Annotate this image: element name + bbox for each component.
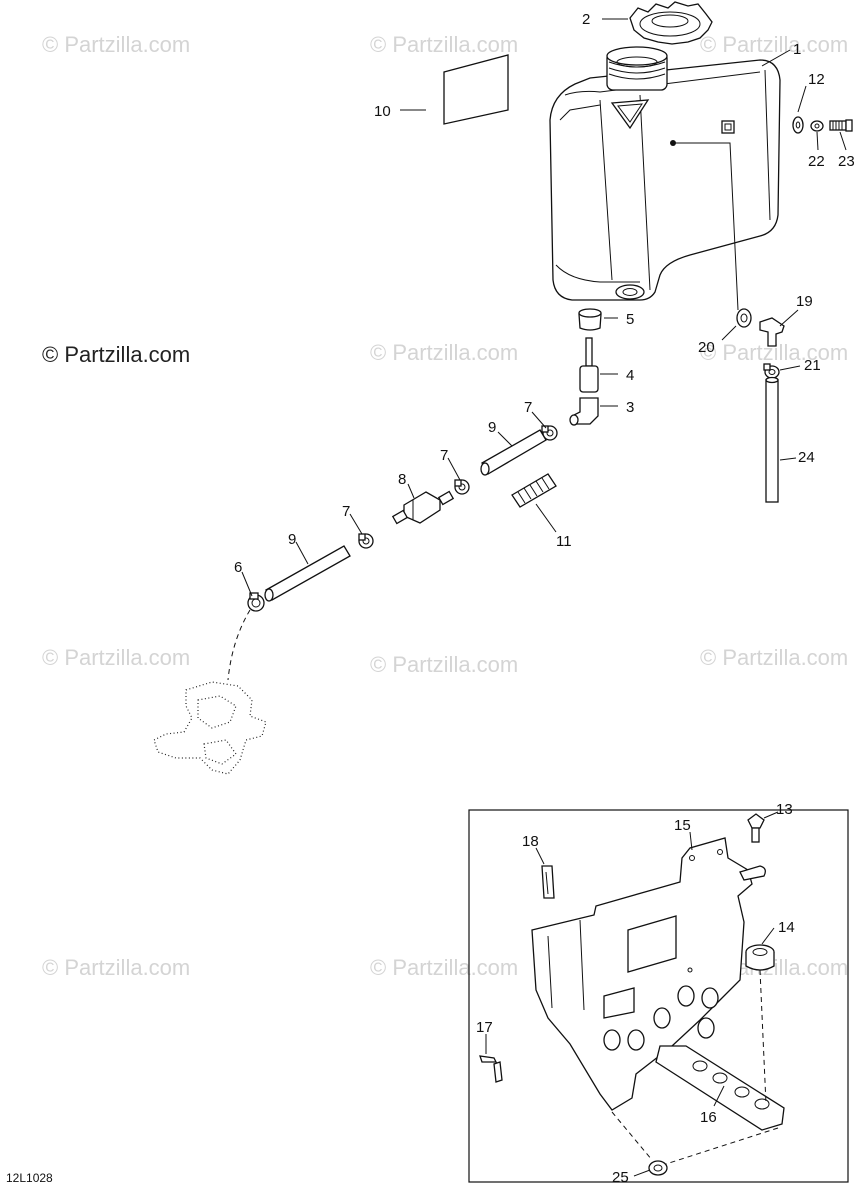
engine-outline xyxy=(153,681,267,775)
watermark: © Partzilla.com xyxy=(370,955,518,980)
support-bracket-15 xyxy=(531,837,766,1111)
callout-15: 15 xyxy=(674,817,691,834)
callout-7: 7 xyxy=(440,447,448,464)
clamp-21 xyxy=(763,363,780,379)
callout-7: 7 xyxy=(342,503,350,520)
callout-16: 16 xyxy=(700,1109,717,1126)
warning-label xyxy=(443,54,509,125)
callout-9: 9 xyxy=(488,419,496,436)
vent-hose-24 xyxy=(765,376,779,503)
vent-leader xyxy=(673,142,739,311)
callout-20: 20 xyxy=(698,339,715,356)
watermark: © Partzilla.com xyxy=(42,955,190,980)
grommet-20 xyxy=(736,308,752,328)
watermark: © Partzilla.com xyxy=(42,645,190,670)
elbow-19 xyxy=(759,317,785,347)
watermark: © Partzilla.com xyxy=(42,32,190,57)
callout-12: 12 xyxy=(808,71,825,88)
callout-17: 17 xyxy=(476,1019,493,1036)
hose-9-upper xyxy=(480,429,547,476)
callout-8: 8 xyxy=(398,471,406,488)
callout-11: 11 xyxy=(556,533,572,550)
watermarks: © Partzilla.com © Partzilla.com © Partzi… xyxy=(42,32,848,980)
callout-21: 21 xyxy=(804,357,821,374)
callout-7: 7 xyxy=(524,399,532,416)
callout-19: 19 xyxy=(796,293,813,310)
watermark: © Partzilla.com xyxy=(700,645,848,670)
watermark: © Partzilla.com xyxy=(370,32,518,57)
callout-9: 9 xyxy=(288,531,296,548)
washer-12 xyxy=(792,116,804,134)
bolt-13 xyxy=(747,813,765,843)
clamp-7-middle xyxy=(454,479,470,495)
callout-14: 14 xyxy=(778,919,795,936)
clip-18 xyxy=(541,865,555,899)
callout-18: 18 xyxy=(522,833,539,850)
clamp-6 xyxy=(247,592,265,612)
sleeve-11 xyxy=(511,473,557,508)
callout-22: 22 xyxy=(808,153,825,170)
callout-1: 1 xyxy=(793,41,801,58)
drawing-code: 12L1028 xyxy=(6,1171,53,1185)
callout-6: 6 xyxy=(234,559,242,576)
callout-25: 25 xyxy=(612,1169,629,1186)
hose-9-lower xyxy=(264,545,351,602)
inset-frame xyxy=(468,809,849,1183)
fuel-tank xyxy=(549,46,781,301)
fuel-filter-8 xyxy=(391,490,455,525)
elbow-3 xyxy=(569,397,599,426)
line-to-engine xyxy=(227,609,251,681)
callout-2: 2 xyxy=(582,11,590,28)
callout-4: 4 xyxy=(626,367,634,384)
watermark: © Partzilla.com xyxy=(700,32,848,57)
callout-23: 23 xyxy=(838,153,855,170)
grommet-14 xyxy=(745,944,775,971)
callouts: 2 1 10 12 22 23 5 4 3 7 9 7 8 11 7 9 6 2… xyxy=(234,11,855,1186)
plate-16 xyxy=(655,1045,785,1131)
nut-22 xyxy=(810,120,824,132)
callout-24: 24 xyxy=(798,449,815,466)
watermark: © Partzilla.com xyxy=(370,340,518,365)
clamp-7-lower xyxy=(358,533,374,549)
fuel-cap xyxy=(629,1,713,45)
line-to-25b xyxy=(665,1127,779,1165)
grommet-25 xyxy=(648,1160,668,1176)
line-grommet xyxy=(759,969,767,1105)
callout-3: 3 xyxy=(626,399,634,416)
grommet-5 xyxy=(578,308,602,331)
clamp-7-upper xyxy=(541,425,558,441)
leader-lines xyxy=(241,18,847,1177)
watermark-main: © Partzilla.com xyxy=(42,342,190,367)
watermark: © Partzilla.com xyxy=(370,652,518,677)
callout-13: 13 xyxy=(776,801,793,818)
callout-5: 5 xyxy=(626,311,634,328)
screw-23 xyxy=(829,119,853,132)
rivet-17 xyxy=(479,1055,503,1083)
callout-10: 10 xyxy=(374,103,391,120)
line-to-25 xyxy=(611,1111,653,1161)
pickup-4 xyxy=(579,337,599,393)
